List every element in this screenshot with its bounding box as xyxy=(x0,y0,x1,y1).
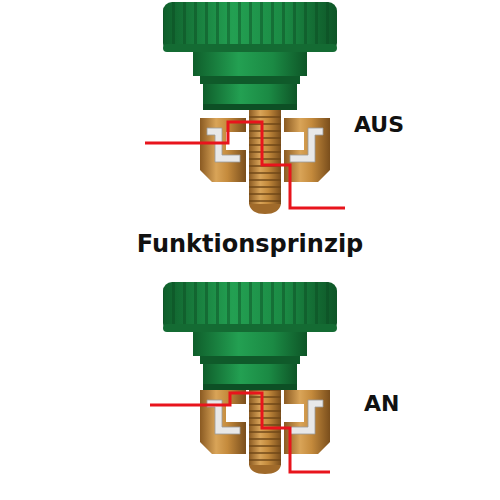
state-label: AUS xyxy=(354,112,404,137)
switch-off xyxy=(145,2,345,214)
current-path xyxy=(150,393,330,472)
current-path xyxy=(145,122,345,208)
diagram-title: Funktionsprinzip xyxy=(137,230,364,258)
state-label: AN xyxy=(364,391,399,416)
switch-on xyxy=(150,282,337,474)
